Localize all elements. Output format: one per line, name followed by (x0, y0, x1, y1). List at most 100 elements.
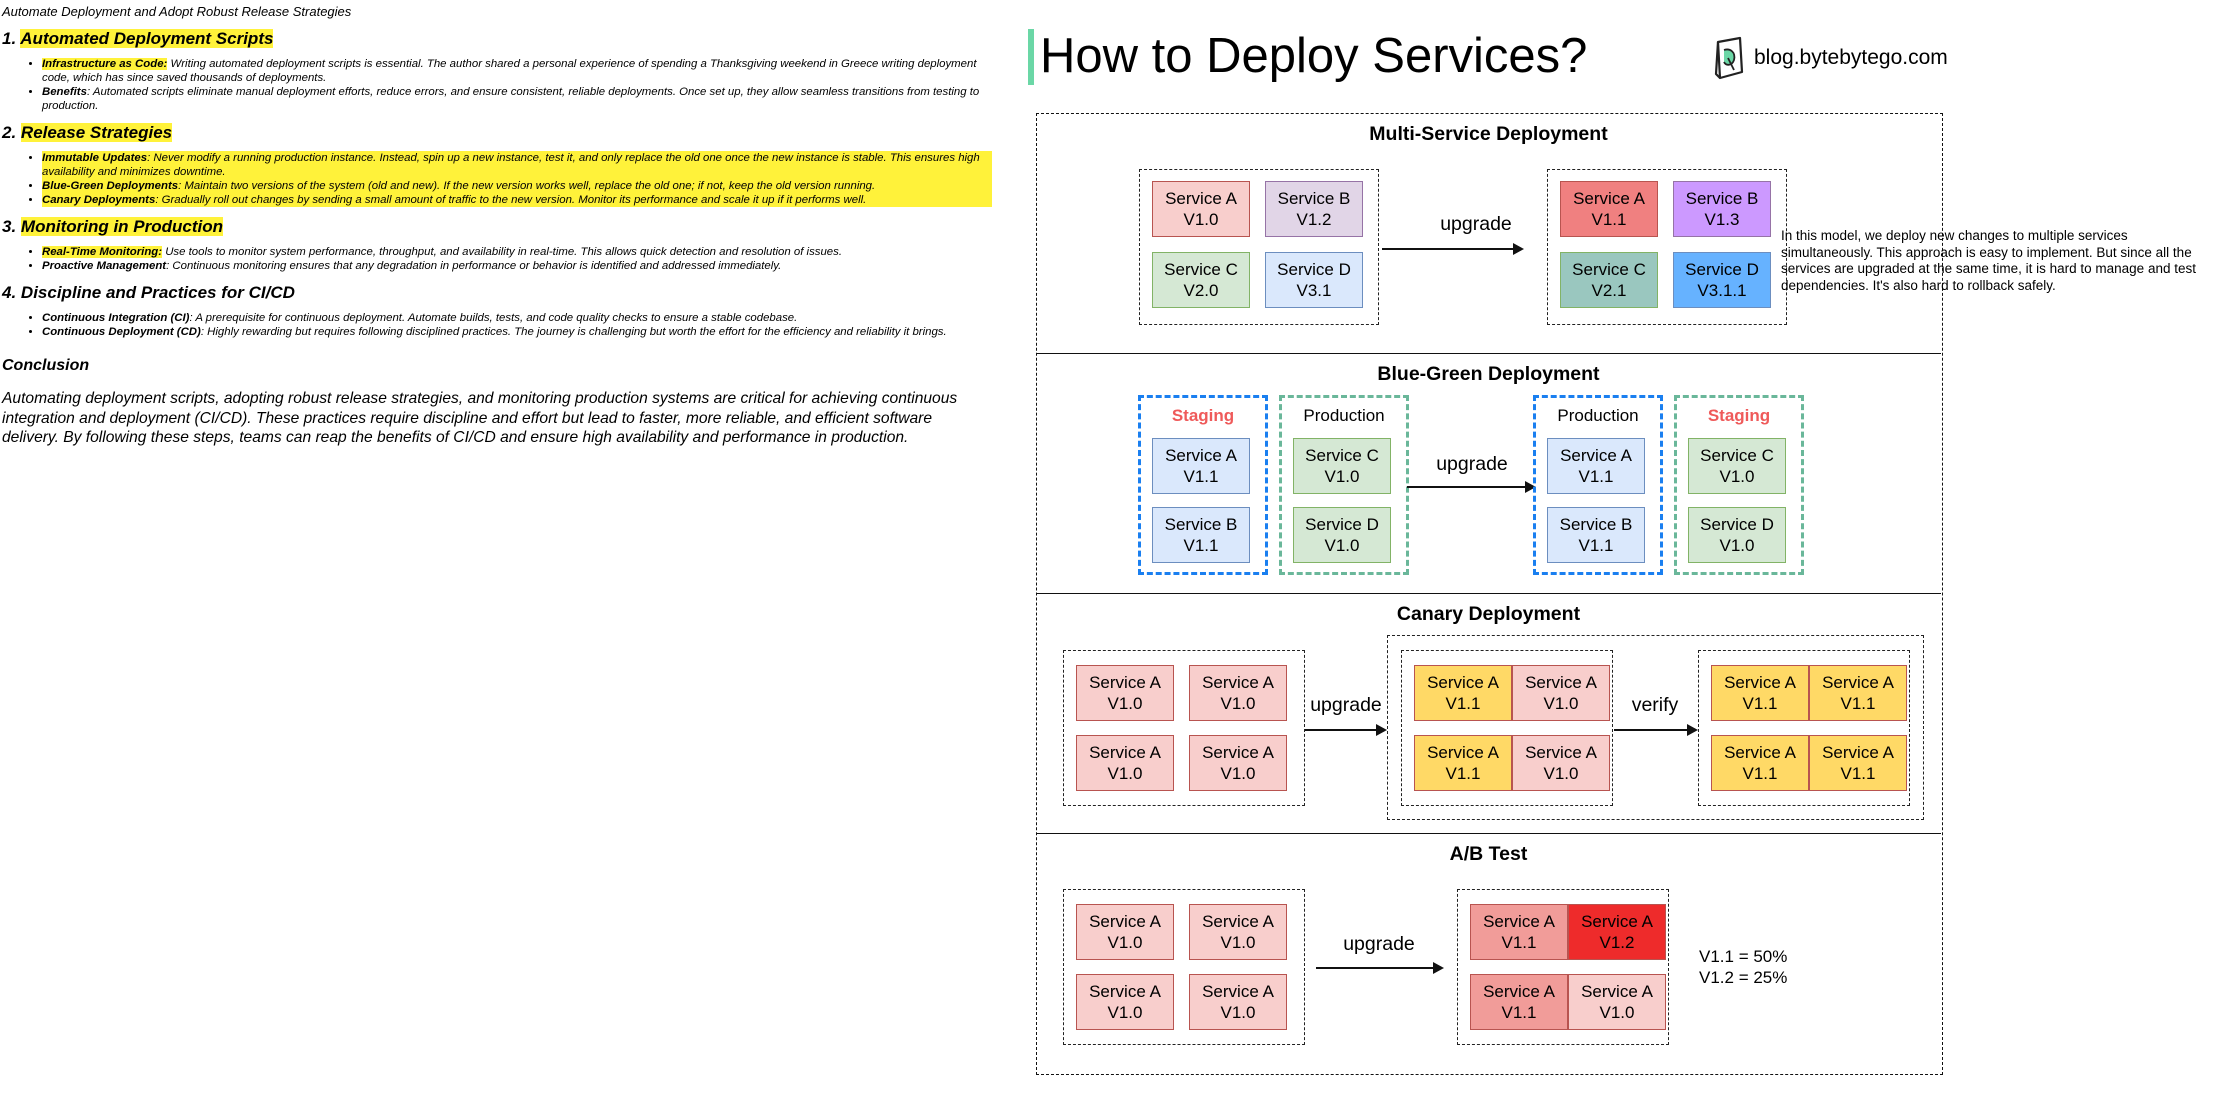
list-item: Infrastructure as Code: Writing automate… (42, 57, 992, 85)
section-title: Multi-Service Deployment (1369, 123, 1608, 145)
list-item: Canary Deployments: Gradually roll out c… (42, 193, 992, 207)
production-label: Production (1557, 406, 1639, 425)
section-list-3: Real-Time Monitoring: Use tools to monit… (2, 245, 992, 273)
list-item: Immutable Updates: Never modify a runnin… (42, 151, 992, 179)
verify-arrow (1614, 724, 1698, 736)
upgrade-label: upgrade (1310, 694, 1382, 716)
list-item: Benefits: Automated scripts eliminate ma… (42, 85, 992, 113)
deploy-diagram: How to Deploy Services? blog.bytebytego.… (1020, 25, 2220, 1100)
multi-service-note: In this model, we deploy new changes to … (1781, 228, 2196, 293)
upgrade-arrow (1316, 962, 1444, 974)
list-item: Real-Time Monitoring: Use tools to monit… (42, 245, 992, 259)
upgrade-label: upgrade (1436, 453, 1508, 475)
section-title: Canary Deployment (1396, 603, 1581, 625)
upgrade-label: upgrade (1440, 213, 1512, 235)
conclusion-heading: Conclusion (2, 357, 90, 374)
section-title: Blue-Green Deployment (1377, 363, 1600, 385)
section-title: A/B Test (1449, 843, 1528, 865)
brand-url: blog.bytebytego.com (1754, 46, 1948, 69)
list-item: Continuous Integration (CI): A prerequis… (42, 311, 992, 325)
section-heading-1: 1. Automated Deployment Scripts (2, 29, 274, 48)
upgrade-arrow (1382, 243, 1524, 255)
diagram-title: How to Deploy Services? (1040, 29, 1588, 83)
upgrade-arrow (1305, 724, 1387, 736)
list-item: Blue-Green Deployments: Maintain two ver… (42, 179, 992, 193)
staging-label: Staging (1707, 406, 1771, 425)
canary-outer-group (1387, 635, 1924, 820)
list-item: Continuous Deployment (CD): Highly rewar… (42, 325, 992, 339)
article: Automate Deployment and Adopt Robust Rel… (2, 4, 992, 448)
ab-traffic-stats: V1.1 = 50% V1.2 = 25% (1699, 946, 1787, 988)
diagram-frame (1036, 113, 1943, 1075)
section-list-4: Continuous Integration (CI): A prerequis… (2, 311, 992, 339)
doc-title: Automate Deployment and Adopt Robust Rel… (2, 4, 352, 19)
conclusion-text: Automating deployment scripts, adopting … (2, 390, 958, 446)
section-heading-2: 2. Release Strategies (2, 123, 173, 142)
section-list-1: Infrastructure as Code: Writing automate… (2, 57, 992, 113)
stat-line: V1.2 = 25% (1699, 968, 1788, 987)
section-heading-3: 3. Monitoring in Production (2, 217, 223, 236)
list-item: Proactive Management: Continuous monitor… (42, 259, 992, 273)
stat-line: V1.1 = 50% (1699, 947, 1788, 966)
section-list-2: Immutable Updates: Never modify a runnin… (2, 151, 992, 207)
bytebytego-logo-icon (1714, 36, 1744, 80)
title-accent-bar (1028, 29, 1034, 85)
upgrade-label: upgrade (1343, 933, 1415, 955)
upgrade-arrow (1407, 481, 1536, 493)
production-label: Production (1303, 406, 1385, 425)
section-heading-4: 4. Discipline and Practices for CI/CD (2, 283, 295, 302)
verify-label: verify (1631, 694, 1679, 716)
staging-label: Staging (1171, 406, 1235, 425)
